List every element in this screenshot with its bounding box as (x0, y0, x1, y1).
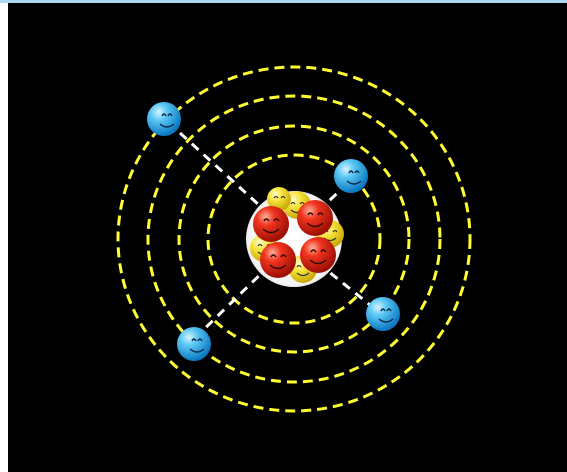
proton (297, 200, 333, 236)
nucleus (246, 187, 344, 287)
axis-lower-left (196, 265, 270, 337)
atom-diagram (8, 3, 567, 472)
electron (366, 297, 400, 331)
electron (147, 102, 181, 136)
electron (334, 159, 368, 193)
proton (260, 242, 296, 278)
electron (177, 327, 211, 361)
proton (300, 237, 336, 273)
axis-upper-left (180, 133, 270, 215)
diagram-canvas (8, 3, 567, 472)
proton (253, 206, 289, 242)
